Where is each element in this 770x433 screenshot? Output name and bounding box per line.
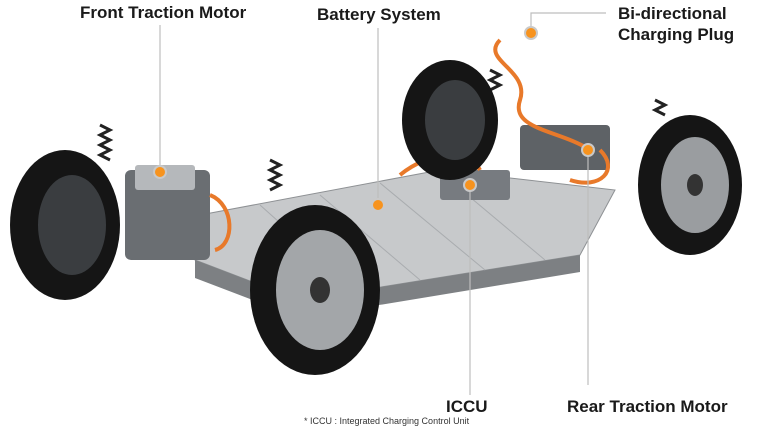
wheel-front-left — [10, 150, 120, 300]
leader-lines — [159, 12, 606, 395]
label-battery-system: Battery System — [317, 5, 441, 24]
wheel-rear-left — [402, 60, 498, 180]
footnote: * ICCU : Integrated Charging Control Uni… — [304, 416, 470, 426]
marker-rear-motor[interactable] — [581, 143, 595, 157]
marker-iccu[interactable] — [463, 178, 477, 192]
marker-front-motor[interactable] — [153, 165, 167, 179]
rear-motor — [520, 125, 610, 170]
wheel-rear-right — [638, 115, 742, 255]
label-front-traction-motor: Front Traction Motor — [80, 3, 247, 22]
label-charging-plug-line1: Bi-directional — [618, 4, 727, 23]
label-charging-plug-line2: Charging Plug — [618, 25, 735, 44]
marker-charging-plug[interactable] — [524, 26, 538, 40]
label-iccu: ICCU — [446, 397, 488, 416]
wheel-front-right — [250, 205, 380, 375]
label-rear-traction-motor: Rear Traction Motor — [567, 397, 728, 416]
front-motor — [125, 170, 210, 260]
marker-battery[interactable] — [371, 198, 385, 212]
